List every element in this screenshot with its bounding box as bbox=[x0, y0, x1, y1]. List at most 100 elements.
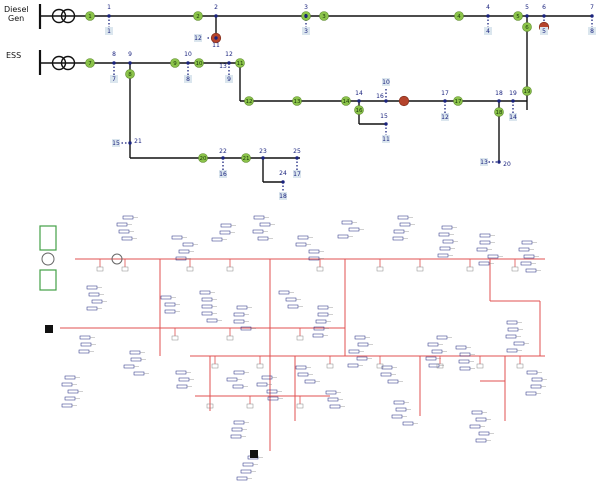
bus-node[interactable] bbox=[304, 14, 308, 18]
bus-node[interactable] bbox=[227, 61, 231, 65]
sim-block bbox=[164, 309, 176, 314]
bus-node[interactable] bbox=[497, 160, 501, 164]
bus-number: 14 bbox=[355, 90, 363, 97]
load-label: 5 bbox=[542, 28, 546, 35]
switch-closed-icon[interactable] bbox=[522, 86, 532, 96]
sim-block bbox=[442, 239, 454, 244]
sim-block bbox=[402, 421, 414, 426]
sim-block bbox=[79, 335, 91, 340]
sim-block bbox=[199, 290, 211, 295]
diesel-source-icon bbox=[39, 225, 57, 251]
bus-node[interactable] bbox=[497, 99, 501, 103]
switch-closed-icon[interactable] bbox=[494, 107, 504, 117]
switch-label: 13 bbox=[294, 99, 301, 105]
switch-closed-icon[interactable] bbox=[354, 105, 364, 115]
sim-load-block bbox=[96, 266, 104, 272]
switch-closed-icon[interactable] bbox=[170, 58, 180, 68]
sim-load-block bbox=[466, 266, 474, 272]
bus-node[interactable] bbox=[384, 122, 388, 126]
switch-closed-icon[interactable] bbox=[85, 58, 95, 68]
sim-load-block bbox=[256, 363, 264, 369]
sim-block bbox=[506, 348, 518, 353]
sim-block bbox=[507, 327, 519, 332]
ess-source-icon bbox=[39, 269, 57, 291]
sim-block bbox=[178, 249, 190, 254]
bus-node[interactable] bbox=[590, 14, 594, 18]
sim-load-block bbox=[316, 266, 324, 272]
switch-closed-icon[interactable] bbox=[194, 58, 204, 68]
sim-block bbox=[233, 312, 245, 317]
bus-node[interactable] bbox=[443, 99, 447, 103]
bus-node[interactable] bbox=[214, 36, 218, 40]
switch-closed-icon[interactable] bbox=[292, 96, 302, 106]
bus-node[interactable] bbox=[295, 156, 299, 160]
switch-closed-icon[interactable] bbox=[522, 22, 532, 32]
generator-icon bbox=[41, 252, 55, 266]
sim-block bbox=[201, 297, 213, 302]
sim-block bbox=[347, 363, 359, 368]
sim-block bbox=[348, 349, 360, 354]
sim-block bbox=[236, 305, 248, 310]
switch-closed-icon[interactable] bbox=[244, 96, 254, 106]
bus-number: 22 bbox=[219, 148, 227, 155]
switch-closed-icon[interactable] bbox=[454, 11, 464, 21]
switch-closed-icon[interactable] bbox=[193, 11, 203, 21]
switch-closed-icon[interactable] bbox=[341, 96, 351, 106]
bus-node[interactable] bbox=[221, 156, 225, 160]
switch-closed-icon[interactable] bbox=[513, 11, 523, 21]
switch-closed-icon[interactable] bbox=[453, 96, 463, 106]
sim-block bbox=[459, 366, 471, 371]
switch-closed-icon[interactable] bbox=[235, 58, 245, 68]
sim-block bbox=[469, 424, 481, 429]
sim-load-block bbox=[206, 403, 214, 409]
bus-node[interactable] bbox=[112, 61, 116, 65]
switch-label: 9 bbox=[173, 61, 177, 67]
switch-closed-icon[interactable] bbox=[241, 153, 251, 163]
bus-node[interactable] bbox=[542, 14, 546, 18]
sim-load-block bbox=[416, 266, 424, 272]
sim-block bbox=[287, 304, 299, 309]
bus-number: 25 bbox=[293, 148, 301, 155]
bus-node[interactable] bbox=[107, 14, 111, 18]
switch-open-icon[interactable] bbox=[398, 95, 410, 107]
bus-node[interactable] bbox=[128, 61, 132, 65]
switch-label: 16 bbox=[356, 108, 363, 114]
bus-node[interactable] bbox=[214, 14, 218, 18]
sim-block bbox=[297, 235, 309, 240]
sim-block bbox=[325, 390, 337, 395]
sim-load-block bbox=[226, 266, 234, 272]
switch-label: 7 bbox=[88, 61, 92, 67]
bus-node[interactable] bbox=[186, 61, 190, 65]
sim-block bbox=[427, 342, 439, 347]
switch-label: 6 bbox=[525, 25, 529, 31]
sim-block bbox=[297, 372, 309, 377]
sim-block bbox=[327, 397, 339, 402]
switch-closed-icon[interactable] bbox=[85, 11, 95, 21]
bus-node[interactable] bbox=[261, 156, 265, 160]
diesel-label: Diesel bbox=[4, 5, 29, 14]
bus-node[interactable] bbox=[281, 180, 285, 184]
bus-number: 23 bbox=[259, 148, 267, 155]
sim-block bbox=[439, 246, 451, 251]
sim-block bbox=[78, 349, 90, 354]
bus-node[interactable] bbox=[357, 99, 361, 103]
bus-node[interactable] bbox=[128, 141, 132, 145]
sim-block bbox=[295, 365, 307, 370]
switch-closed-icon[interactable] bbox=[319, 11, 329, 21]
sim-block bbox=[475, 438, 487, 443]
switch-closed-icon[interactable] bbox=[198, 153, 208, 163]
bus-node[interactable] bbox=[384, 99, 388, 103]
bus-node[interactable] bbox=[511, 99, 515, 103]
sim-block bbox=[475, 417, 487, 422]
bus-node[interactable] bbox=[525, 14, 529, 18]
sim-load-block bbox=[171, 335, 179, 341]
sim-block bbox=[487, 254, 499, 259]
sim-block bbox=[257, 236, 269, 241]
sim-block bbox=[308, 249, 320, 254]
sim-block bbox=[206, 318, 218, 323]
sim-block bbox=[242, 462, 254, 467]
switch-closed-icon[interactable] bbox=[125, 69, 135, 79]
bus-node[interactable] bbox=[486, 14, 490, 18]
bus-number: 15 bbox=[380, 113, 388, 120]
sim-block bbox=[337, 234, 349, 239]
